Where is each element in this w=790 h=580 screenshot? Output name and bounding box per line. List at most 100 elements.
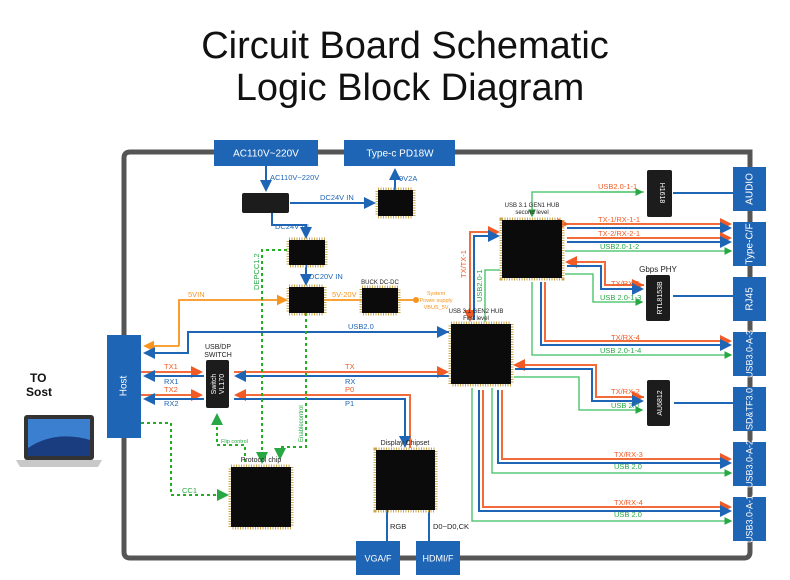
side-label-line2: Sost — [26, 385, 52, 399]
label-cc1: CC1 — [182, 486, 197, 495]
chip-buck — [359, 285, 401, 316]
chip-9v2a — [375, 187, 416, 219]
label-usb20-1-1: USB2.0-1-1 — [598, 182, 637, 191]
title-line-1: Circuit Board Schematic — [201, 25, 609, 67]
chip-pd-controller — [286, 237, 328, 268]
connector-usb-a1[interactable]: USB3.0-A-1 — [733, 495, 766, 543]
connector-sdtf[interactable]: SD&TF3.0 — [733, 387, 766, 431]
svg-text:USB3.0-A-3: USB3.0-A-3 — [744, 330, 754, 378]
svg-text:AC110V~220V: AC110V~220V — [233, 149, 299, 160]
hub-lines — [464, 188, 733, 525]
label-usb20: USB2.0 — [348, 322, 374, 331]
connector-typec-pd[interactable]: Type-c PD18W — [344, 140, 455, 166]
svg-text:Type-c PD18W: Type-c PD18W — [366, 149, 434, 160]
hub1-title: USB 3.1 GEN2 HUB — [449, 309, 504, 315]
label-usb20-1-2: USB2.0-1-2 — [600, 242, 639, 251]
label-d0: D0~D0,CK — [433, 522, 469, 531]
label-ac-in: AC110V~220V — [270, 173, 319, 182]
chip-converter — [242, 193, 289, 213]
label-usb20-1-3: USB 2.0-1-3 — [600, 293, 641, 302]
label-vbus: VBUS_5V — [424, 305, 449, 311]
label-usb20-1-4: USB 2.0-1-4 — [600, 346, 641, 355]
connector-audio[interactable]: AUDIO — [733, 167, 766, 211]
side-label-line1: TO — [30, 371, 46, 385]
label-txrx-1-1: TX-1/RX-1-1 — [598, 215, 640, 224]
hub1-subtitle: First level — [463, 316, 489, 322]
label-5vin: 5VIN — [188, 290, 205, 299]
label-txrx-3: TX/RX-3 — [614, 450, 643, 459]
connector-typec-f[interactable]: Type-C/F — [733, 222, 766, 266]
svg-text:RJ45: RJ45 — [745, 287, 756, 311]
svg-text:AUDIO: AUDIO — [745, 173, 756, 205]
chip-hub-gen1 — [499, 217, 565, 281]
connector-vga[interactable]: VGA/F — [356, 541, 400, 575]
label-enable-control: Enablecontrol — [299, 405, 305, 442]
label-usb20-b: USB 2.0 — [614, 462, 642, 471]
svg-text:USB3.0-A-2: USB3.0-A-2 — [744, 440, 754, 488]
label-9v2a: 9V2A — [399, 174, 417, 183]
svg-text:Type-C/F: Type-C/F — [745, 223, 756, 264]
hub2-subtitle: second level — [515, 210, 548, 216]
connector-hdmi[interactable]: HDMI/F — [416, 541, 460, 575]
label-txrx-5: TX/RX-5 — [611, 279, 640, 288]
label-usb20-1: USB2.0-1 — [475, 269, 484, 302]
svg-text:VL170: VL170 — [219, 374, 226, 394]
chip-rtl8153b: RTL8153B — [646, 275, 670, 321]
label-system: System — [427, 291, 446, 297]
connector-usb-a3[interactable]: USB3.0-A-3 — [733, 330, 766, 378]
label-tx-tx1: TX/TX-1 — [459, 250, 468, 278]
label-p0: P0 — [345, 385, 354, 394]
svg-text:H1618: H1618 — [658, 183, 665, 204]
label-txrx-4b: TX/RX-4 — [614, 498, 643, 507]
connector-rj45[interactable]: RJ45 — [733, 277, 766, 321]
label-tx2: TX2 — [164, 385, 178, 394]
connector-usb-a2[interactable]: USB3.0-A-2 — [733, 440, 766, 488]
power-lines — [143, 166, 419, 352]
label-rx: RX — [345, 377, 355, 386]
svg-text:SD&TF3.0: SD&TF3.0 — [744, 388, 754, 430]
chip-display — [373, 447, 438, 513]
hub2-title: USB 3.1 GEN1 HUB — [505, 203, 560, 209]
label-dc20: DC20V IN — [309, 272, 343, 281]
connector-host[interactable]: Host — [107, 335, 141, 438]
connector-ac[interactable]: AC110V~220V — [214, 140, 318, 166]
label-power-supply: Power supply — [419, 298, 452, 304]
label-p1: P1 — [345, 399, 354, 408]
label-depcc: DEPCC1.2 — [252, 253, 261, 290]
label-dc24-a: DC24V IN — [320, 193, 354, 202]
protocol-title: Protocol chip — [241, 457, 282, 464]
chip-hub-gen2 — [448, 321, 514, 387]
chip-power-switch — [286, 284, 327, 316]
phy-title: Gbps PHY — [639, 265, 677, 274]
label-5v-20v: 5V-20V — [332, 290, 357, 299]
buck-label: BUCK DC-DC — [361, 280, 399, 286]
label-rgb: RGB — [390, 522, 406, 531]
chip-h1618: H1618 — [647, 170, 672, 217]
host-lines — [141, 249, 449, 541]
label-txrx-4a: TX/RX-4 — [611, 333, 640, 342]
label-flip-control: Flip control — [221, 439, 248, 445]
board-frame — [121, 149, 753, 561]
chip-switch-vl170: Switch VL170 — [206, 360, 229, 408]
label-rx2: RX2 — [164, 399, 179, 408]
chip-au6812: AU6812 — [647, 380, 670, 426]
switch-title-1: USB/DP — [205, 344, 231, 351]
label-dc24-b: DC24V IN — [275, 222, 309, 231]
svg-text:RTL8153B: RTL8153B — [657, 281, 664, 315]
title-line-2: Logic Block Diagram — [236, 67, 584, 109]
label-tx: TX — [345, 362, 355, 371]
chip-protocol — [228, 464, 294, 530]
switch-title-2: SWITCH — [204, 352, 232, 359]
svg-text:USB3.0-A-1: USB3.0-A-1 — [744, 495, 754, 543]
svg-text:VGA/F: VGA/F — [364, 553, 392, 563]
label-txrx-2: TX/RX-2 — [611, 387, 640, 396]
svg-text:Host: Host — [119, 375, 130, 396]
svg-text:AU6812: AU6812 — [657, 390, 664, 415]
svg-text:HDMI/F: HDMI/F — [423, 553, 454, 563]
svg-text:Switch: Switch — [211, 374, 218, 395]
display-title: Display Chipset — [381, 440, 430, 447]
label-usb20-c: USB 2.0 — [614, 510, 642, 519]
laptop-icon — [16, 415, 102, 467]
label-rx1: RX1 — [164, 377, 179, 386]
